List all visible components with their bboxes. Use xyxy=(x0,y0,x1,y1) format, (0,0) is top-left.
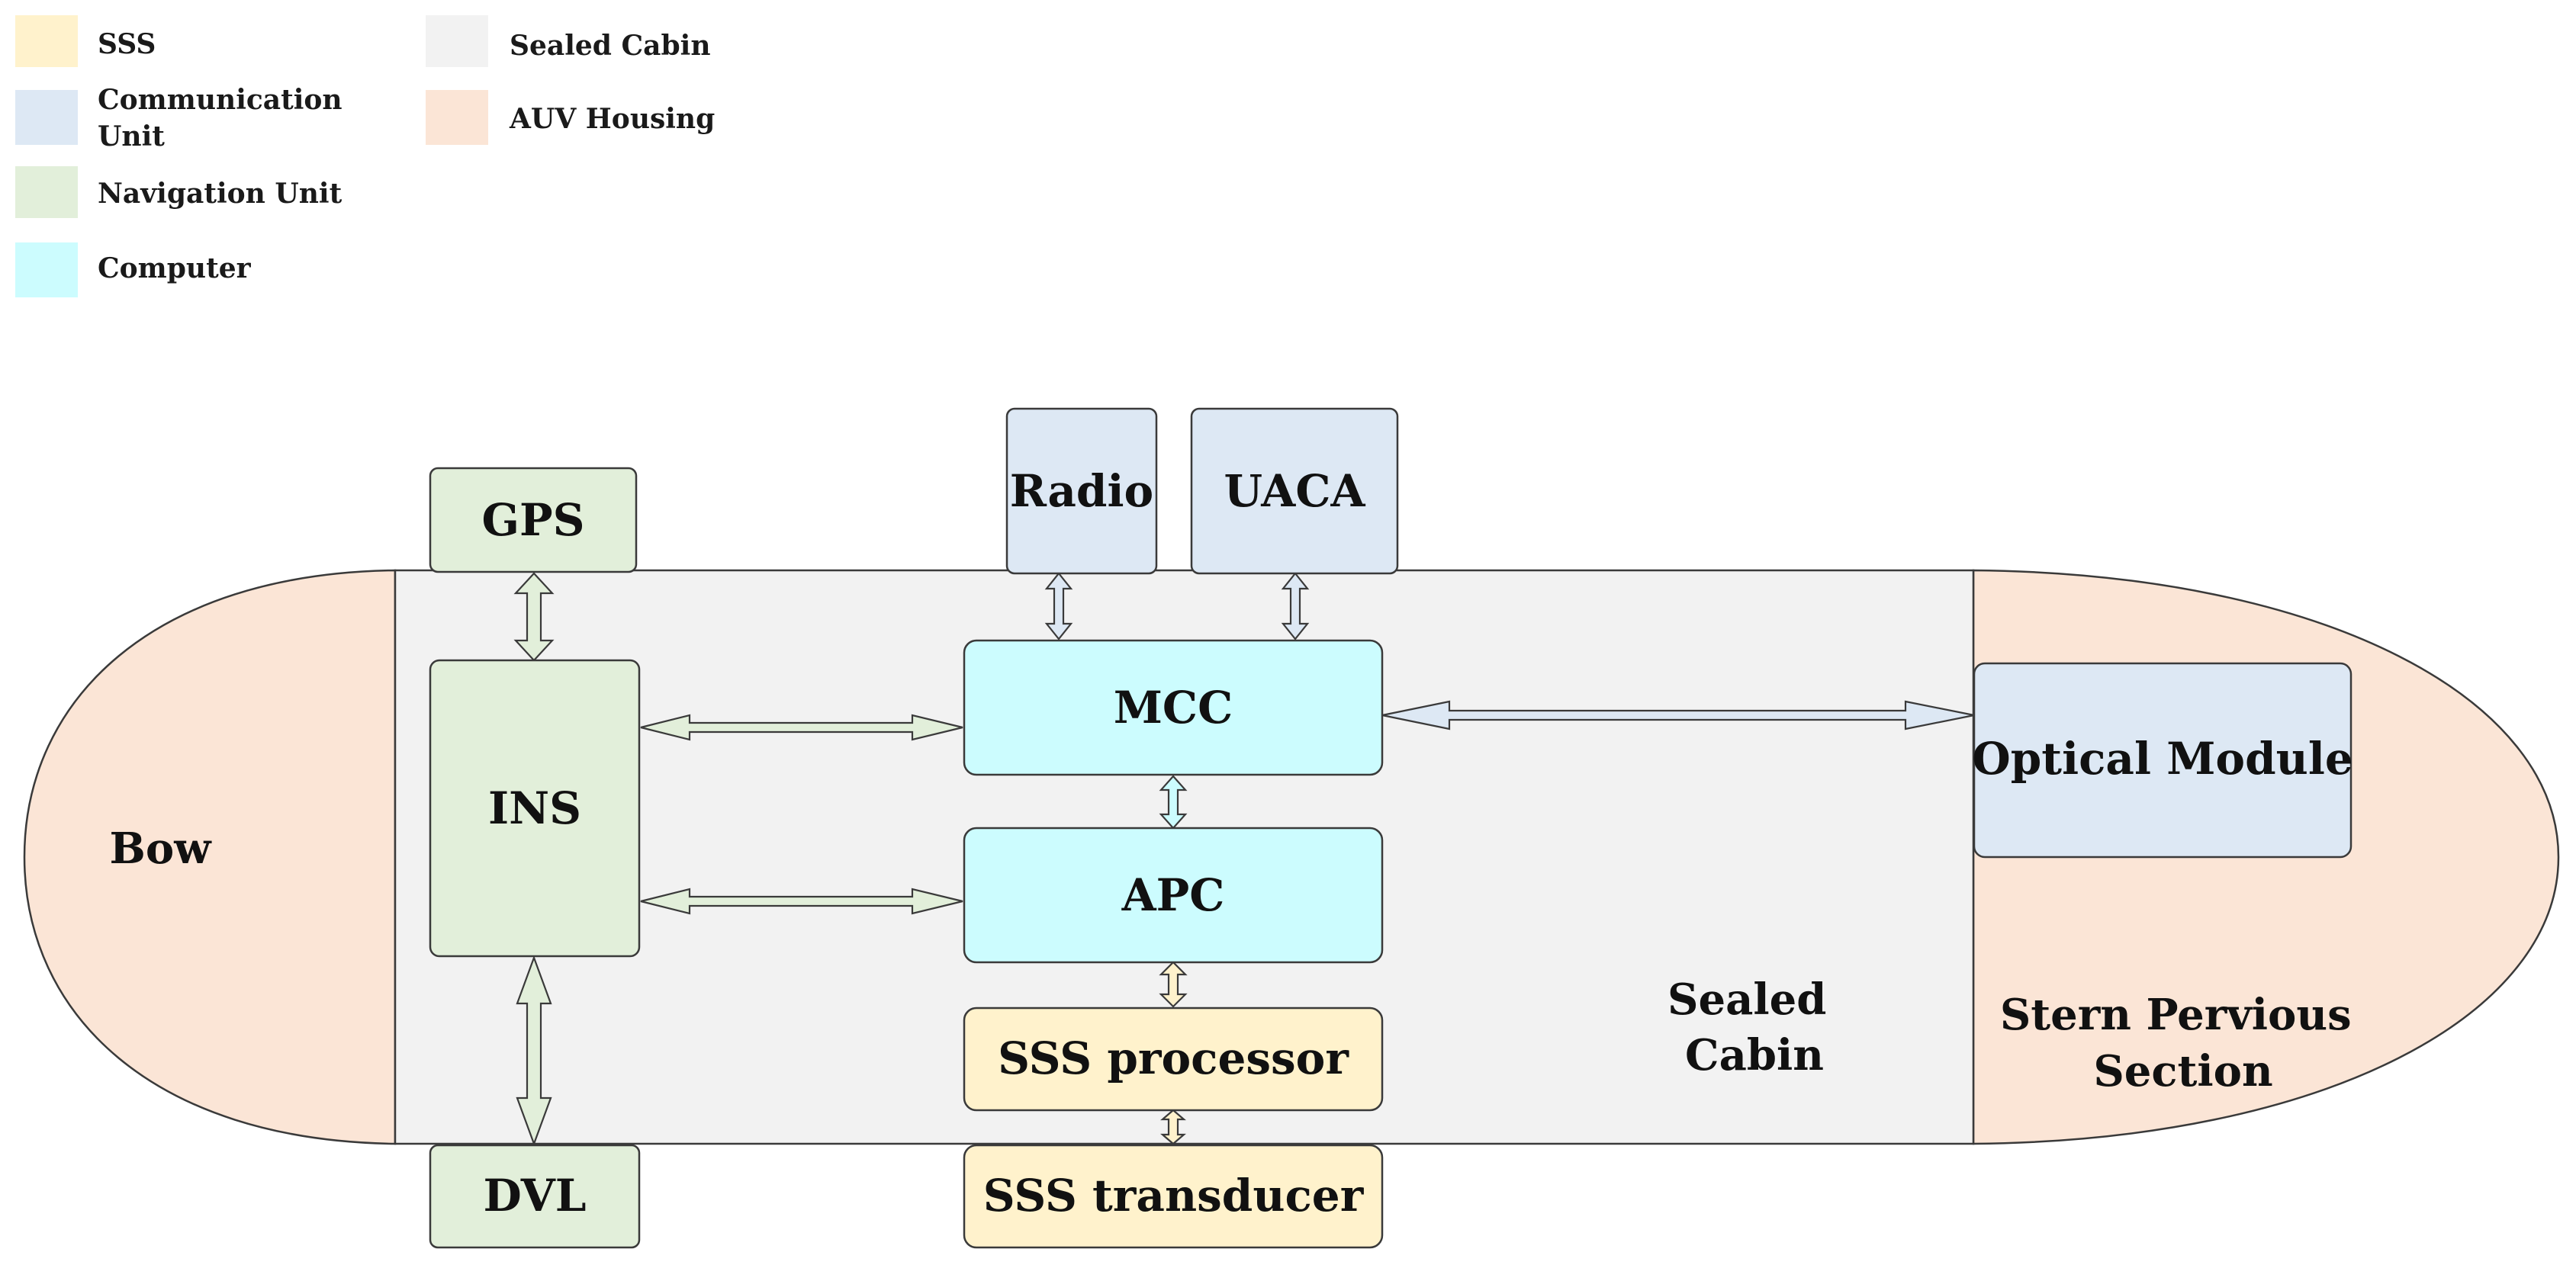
component-sss-processor[interactable]: SSS processor xyxy=(963,1007,1384,1112)
legend-swatch-sss xyxy=(15,15,78,67)
legend-label-communication-line1: Communication xyxy=(98,84,343,116)
arrow-ins-apc xyxy=(640,888,963,915)
legend-label-sealed-cabin: Sealed Cabin xyxy=(510,30,711,62)
legend-swatch-sealed-cabin xyxy=(426,15,488,67)
apc-box[interactable] xyxy=(963,827,1384,964)
legend-label-communication-line2: Unit xyxy=(98,120,165,153)
sealed-cabin-label: Sealed Cabin xyxy=(1667,974,1841,1080)
bow-section xyxy=(23,569,397,1145)
arrow-radio-mcc xyxy=(1044,572,1073,641)
apc-label: APC xyxy=(1121,869,1225,921)
legend-label-sss: SSS xyxy=(98,28,156,60)
component-gps[interactable]: GPS xyxy=(429,467,638,573)
arrow-ins-dvl xyxy=(516,955,552,1147)
legend-swatch-navigation-unit xyxy=(15,166,78,218)
stern-label: Stern Pervious Section xyxy=(2000,990,2366,1096)
uaca-label: UACA xyxy=(1224,465,1366,517)
radio-box[interactable] xyxy=(1005,407,1158,575)
mcc-label: MCC xyxy=(1114,682,1233,734)
legend-swatch-auv-housing xyxy=(426,90,488,145)
dvl-label: DVL xyxy=(483,1170,586,1222)
arrow-uaca-mcc xyxy=(1281,572,1310,641)
gps-label: GPS xyxy=(481,494,584,546)
component-dvl[interactable]: DVL xyxy=(429,1144,641,1249)
sealed-cabin-label-line1: Sealed xyxy=(1667,974,1826,1025)
bow-label: Bow xyxy=(110,824,213,874)
arrow-sss-processor-transducer xyxy=(1160,1109,1186,1145)
component-uaca[interactable]: UACA xyxy=(1190,407,1399,575)
component-mcc[interactable]: MCC xyxy=(963,639,1384,776)
ins-box[interactable] xyxy=(429,659,641,958)
radio-label: Radio xyxy=(1010,465,1153,517)
uaca-box[interactable] xyxy=(1190,407,1399,575)
optical-module-label: Optical Module xyxy=(1972,733,2353,785)
legend-swatch-communication-unit xyxy=(15,90,78,145)
sss-transducer-box[interactable] xyxy=(963,1144,1384,1249)
arrow-ins-mcc xyxy=(640,714,963,741)
sss-processor-box[interactable] xyxy=(963,1007,1384,1112)
dvl-box[interactable] xyxy=(429,1144,641,1249)
component-sss-transducer[interactable]: SSS transducer xyxy=(963,1144,1384,1249)
ins-label: INS xyxy=(488,782,581,834)
legend-label-computer: Computer xyxy=(98,252,252,284)
legend-swatch-computer xyxy=(15,242,78,297)
optical-module-box[interactable] xyxy=(1973,662,2352,859)
sealed-cabin-label-line2: Cabin xyxy=(1685,1030,1824,1080)
component-radio[interactable]: Radio xyxy=(1005,407,1158,575)
mcc-box[interactable] xyxy=(963,639,1384,776)
component-apc[interactable]: APC xyxy=(963,827,1384,964)
legend-label-navigation-unit: Navigation Unit xyxy=(98,178,343,210)
gps-box[interactable] xyxy=(429,467,638,573)
stern-label-line2: Section xyxy=(2093,1046,2272,1096)
component-optical-module[interactable]: Optical Module xyxy=(1972,662,2353,859)
legend: SSS Communication Unit Navigation Unit C… xyxy=(15,15,715,297)
sss-transducer-label: SSS transducer xyxy=(983,1170,1365,1222)
arrow-apc-sss-processor xyxy=(1159,961,1188,1008)
legend-label-communication-unit: Communication Unit xyxy=(98,84,352,153)
sss-processor-label: SSS processor xyxy=(998,1032,1349,1084)
legend-label-auv-housing: AUV Housing xyxy=(509,103,715,135)
component-ins[interactable]: INS xyxy=(429,659,641,958)
stern-label-line1: Stern Pervious xyxy=(2000,990,2352,1040)
